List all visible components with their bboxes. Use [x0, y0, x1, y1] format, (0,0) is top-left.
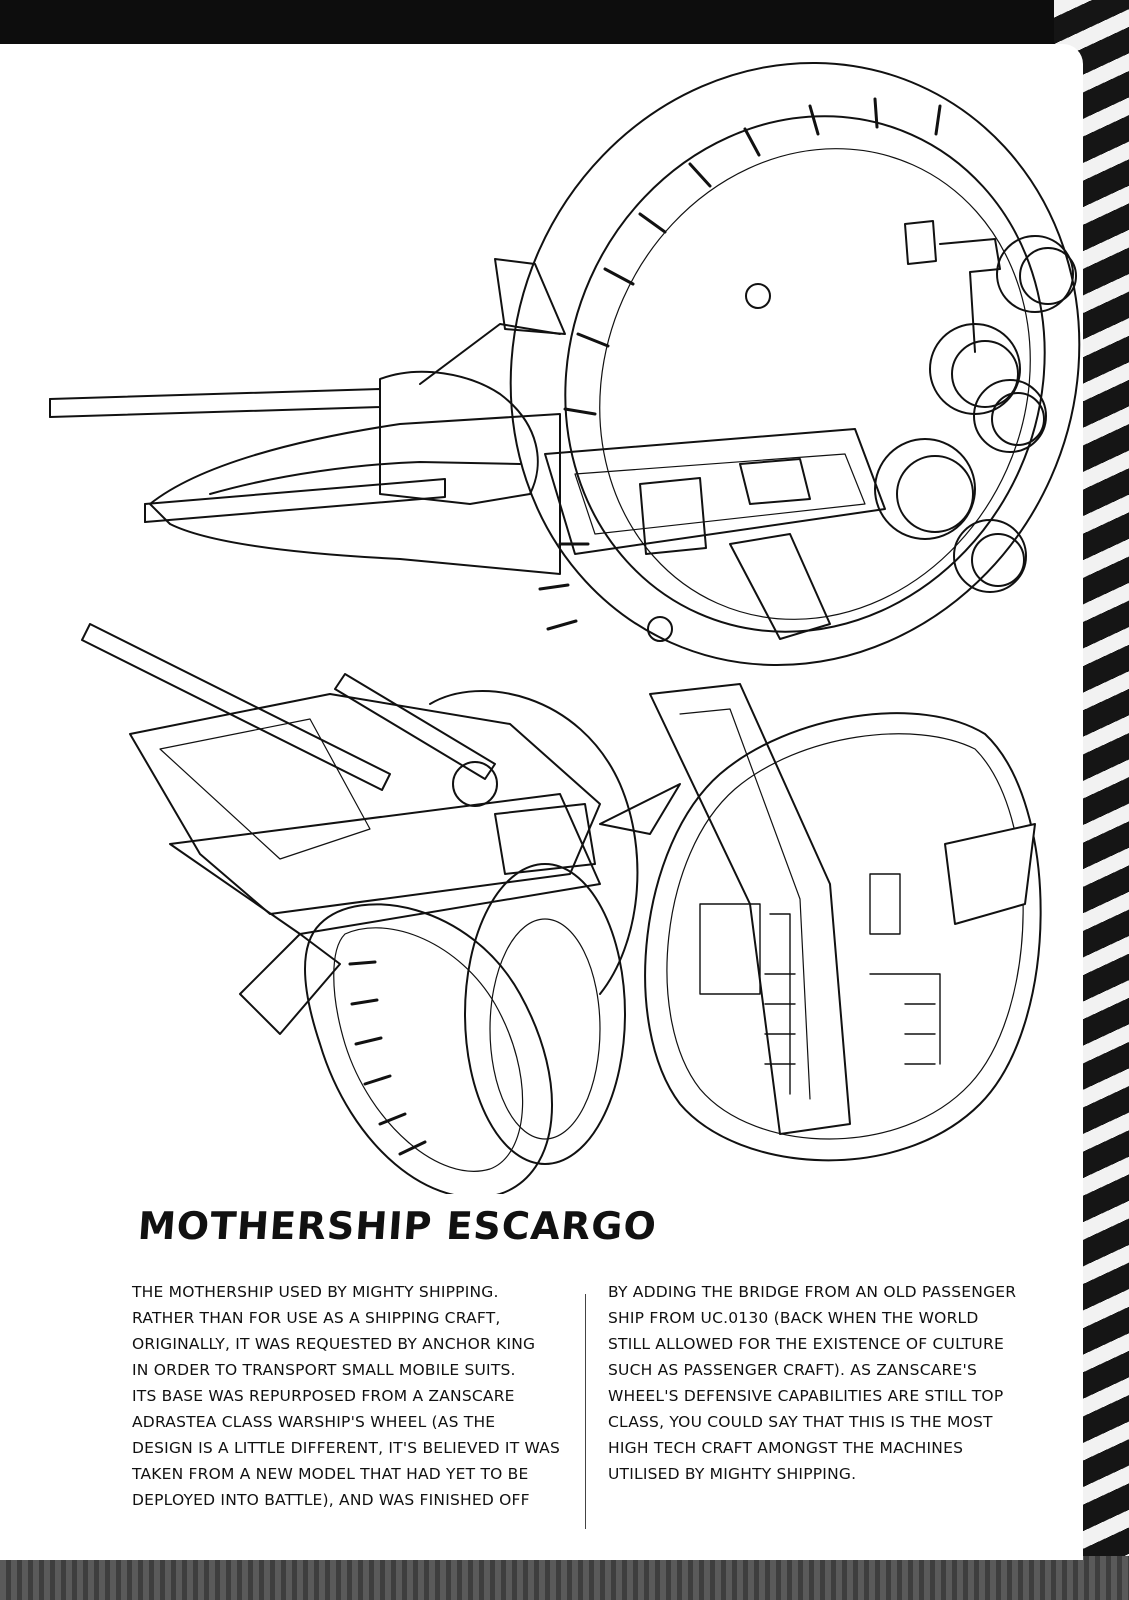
ship-top-view [49, 61, 1081, 667]
top-border [0, 0, 1129, 46]
ship-bottom-view [81, 623, 1042, 1194]
page-panel: MOTHERSHIP ESCARGO THE MOTHERSHIP USED B… [0, 44, 1083, 1560]
page-title: MOTHERSHIP ESCARGO [136, 1204, 659, 1248]
ship-illustration [49, 61, 1081, 1194]
bottom-border [0, 1556, 1129, 1600]
column-divider [585, 1294, 586, 1529]
body-column-right: BY ADDING THE BRIDGE FROM AN OLD PASSENG… [608, 1279, 1038, 1487]
body-text-left: THE MOTHERSHIP USED BY MIGHTY SHIPPING. … [132, 1283, 561, 1509]
body-text-right: BY ADDING THE BRIDGE FROM AN OLD PASSENG… [608, 1283, 1017, 1483]
body-column-left: THE MOTHERSHIP USED BY MIGHTY SHIPPING. … [132, 1279, 582, 1513]
